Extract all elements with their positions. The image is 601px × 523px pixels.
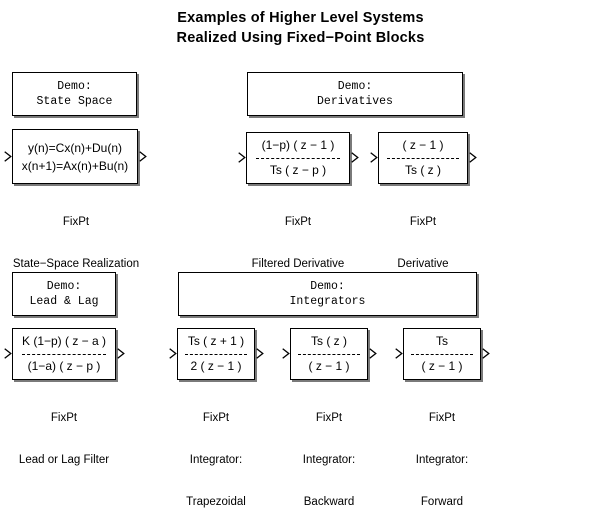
fraction-bar — [256, 157, 340, 159]
input-port-integrator-trapezoidal — [169, 348, 177, 359]
input-port-integrator-forward — [395, 348, 403, 359]
label-fixpt-state-space-realization: FixPt State−Space Realization — [0, 187, 152, 285]
output-port-integrator-backward — [369, 348, 377, 359]
label-line-1: FixPt — [428, 412, 456, 424]
demo-state-space-line-2: State Space — [36, 95, 113, 108]
label-line-3: Forward — [420, 496, 464, 508]
label-fixpt-integrator-trapezoidal: FixPt Integrator: Trapezoidal — [166, 383, 266, 523]
label-line-1: FixPt — [202, 412, 230, 424]
demo-integrators-line-1: Demo: — [310, 280, 345, 293]
input-port-integrator-backward — [282, 348, 290, 359]
state-space-equation-1: y(n)=Cx(n)+Du(n) — [27, 140, 123, 155]
label-line-2: State−Space Realization — [12, 258, 140, 270]
page-title: Examples of Higher Level Systems Realize… — [0, 8, 601, 48]
label-fixpt-filtered-derivative: FixPt Filtered Derivative — [238, 187, 358, 285]
forward-numerator: Ts — [436, 333, 448, 348]
label-fixpt-lead-or-lag-filter: FixPt Lead or Lag Filter — [4, 383, 124, 481]
output-port-integrator-forward — [482, 348, 490, 359]
label-line-1: FixPt — [62, 216, 90, 228]
demo-derivatives-line-2: Derivatives — [317, 95, 393, 108]
label-line-2: Lead or Lag Filter — [18, 454, 110, 466]
filtered-derivative-numerator: (1−p) ( z − 1 ) — [261, 137, 335, 152]
filtered-derivative-denominator: Ts ( z − p ) — [269, 163, 327, 178]
output-port-derivative — [469, 152, 477, 163]
output-port-filtered-derivative — [351, 152, 359, 163]
fraction-bar — [410, 353, 474, 355]
label-line-1: FixPt — [50, 412, 78, 424]
backward-denominator: ( z − 1 ) — [308, 359, 350, 374]
derivative-numerator: ( z − 1 ) — [402, 137, 444, 152]
demo-subsystem-state-space[interactable]: Demo: State Space — [12, 72, 137, 116]
state-space-equation-2: x(n+1)=Ax(n)+Bu(n) — [21, 158, 129, 173]
demo-subsystem-derivatives[interactable]: Demo: Derivatives — [247, 72, 463, 116]
block-fixpt-integrator-backward[interactable]: Ts ( z ) ( z − 1 ) — [290, 328, 368, 380]
output-port-integrator-trapezoidal — [256, 348, 264, 359]
label-line-2: Integrator: — [415, 454, 469, 466]
block-fixpt-lead-or-lag-filter[interactable]: K (1−p) ( z − a ) (1−a) ( z − p ) — [12, 328, 116, 380]
lead-lag-numerator: K (1−p) ( z − a ) — [21, 333, 107, 348]
fraction-bar — [184, 353, 248, 355]
fraction-bar — [386, 157, 460, 159]
demo-integrators-line-2: Integrators — [289, 295, 366, 308]
input-port-filtered-derivative — [238, 152, 246, 163]
label-line-3: Backward — [303, 496, 355, 508]
label-line-2: Integrator: — [302, 454, 356, 466]
forward-denominator: ( z − 1 ) — [421, 359, 463, 374]
label-line-2: Derivative — [397, 258, 449, 270]
demo-derivatives-line-1: Demo: — [337, 80, 373, 93]
label-line-2: Integrator: — [189, 454, 243, 466]
page-title-line-2: Realized Using Fixed−Point Blocks — [176, 30, 425, 46]
derivative-denominator: Ts ( z ) — [405, 163, 441, 178]
label-line-3: Trapezoidal — [186, 496, 246, 508]
block-fixpt-state-space-realization[interactable]: y(n)=Cx(n)+Du(n) x(n+1)=Ax(n)+Bu(n) — [12, 129, 138, 184]
trapezoidal-numerator: Ts ( z + 1 ) — [187, 333, 245, 348]
lead-lag-denominator: (1−a) ( z − p ) — [27, 359, 101, 374]
trapezoidal-denominator: 2 ( z − 1 ) — [190, 359, 242, 374]
label-line-1: FixPt — [284, 216, 312, 228]
backward-numerator: Ts ( z ) — [311, 333, 347, 348]
block-fixpt-integrator-trapezoidal[interactable]: Ts ( z + 1 ) 2 ( z − 1 ) — [177, 328, 255, 380]
input-port-derivative — [370, 152, 378, 163]
input-port-lead-or-lag-filter — [4, 348, 12, 359]
block-fixpt-integrator-forward[interactable]: Ts ( z − 1 ) — [403, 328, 481, 380]
block-fixpt-filtered-derivative[interactable]: (1−p) ( z − 1 ) Ts ( z − p ) — [246, 132, 350, 184]
label-line-2: Filtered Derivative — [251, 258, 345, 270]
demo-lead-lag-line-1: Demo: — [46, 280, 82, 293]
fraction-bar — [22, 353, 106, 355]
output-port-lead-or-lag-filter — [117, 348, 125, 359]
label-fixpt-integrator-forward: FixPt Integrator: Forward — [392, 383, 492, 523]
demo-subsystem-lead-and-lag[interactable]: Demo: Lead & Lag — [12, 272, 116, 316]
label-fixpt-derivative: FixPt Derivative — [368, 187, 478, 285]
block-fixpt-derivative[interactable]: ( z − 1 ) Ts ( z ) — [378, 132, 468, 184]
demo-state-space-line-1: Demo: — [57, 80, 92, 93]
demo-lead-lag-line-2: Lead & Lag — [29, 295, 99, 308]
demo-subsystem-integrators[interactable]: Demo: Integrators — [178, 272, 477, 316]
output-port-state-space — [139, 151, 147, 162]
fraction-bar — [297, 353, 361, 355]
label-line-1: FixPt — [409, 216, 437, 228]
label-line-1: FixPt — [315, 412, 343, 424]
label-fixpt-integrator-backward: FixPt Integrator: Backward — [279, 383, 379, 523]
page-title-line-1: Examples of Higher Level Systems — [177, 10, 424, 26]
input-port-state-space — [4, 151, 12, 162]
